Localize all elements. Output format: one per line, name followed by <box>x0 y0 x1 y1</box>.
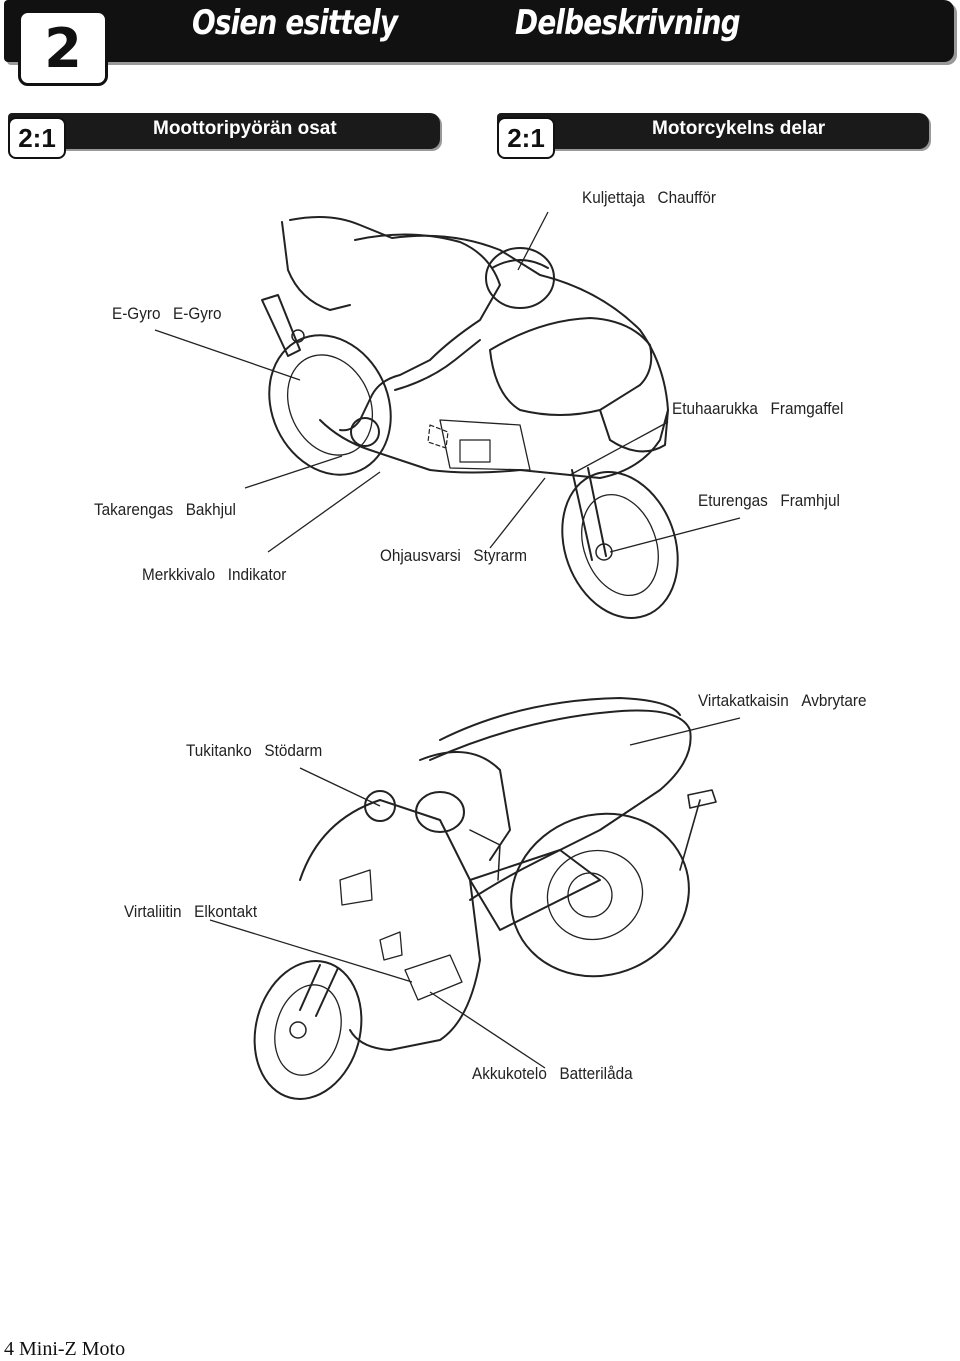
label-battery-box-sv: Batterilåda <box>559 1064 633 1083</box>
label-support-arm: Tukitanko Stödarm <box>186 741 335 761</box>
label-front-wheel-fi: Eturengas <box>698 491 768 510</box>
tail-section-bottom <box>429 709 692 901</box>
header-title-fi: Osien esittely <box>192 3 398 43</box>
label-front-wheel-sv: Framhjul <box>780 491 840 510</box>
label-rear-wheel: Takarengas Bakhjul <box>94 500 248 520</box>
page-footer: 4 Mini-Z Moto <box>4 1338 126 1360</box>
section-bar-sv <box>497 113 929 149</box>
label-steering-arm-sv: Styrarm <box>473 546 527 565</box>
label-steering-arm: Ohjausvarsi Styrarm <box>380 546 540 566</box>
section-title-sv: Motorcykelns delar <box>652 118 826 139</box>
label-egyro-sv: E-Gyro <box>173 304 222 323</box>
section-number-sv: 2:1 <box>497 117 555 159</box>
section-number-fi: 2:1 <box>8 117 66 159</box>
label-rider-sv: Chaufför <box>657 188 716 207</box>
label-battery-box: Akkukotelo Batterilåda <box>472 1064 645 1084</box>
front-fork-top <box>571 467 607 561</box>
battery-box <box>404 954 463 1001</box>
egyro-unit <box>261 294 301 357</box>
label-front-wheel: Eturengas Framhjul <box>698 491 852 511</box>
label-power-connector: Virtaliitin Elkontakt <box>124 902 270 922</box>
label-power-connector-sv: Elkontakt <box>194 902 258 921</box>
label-power-switch-fi: Virtakatkaisin <box>698 691 789 710</box>
label-indicator-sv: Indikator <box>227 565 287 584</box>
label-power-switch: Virtakatkaisin Avbrytare <box>698 691 879 711</box>
rear-wheel-bottom <box>510 812 690 978</box>
section-title-fi: Moottoripyörän osat <box>153 118 337 139</box>
label-rider: Kuljettaja Chaufför <box>582 188 729 208</box>
label-egyro-fi: E-Gyro <box>112 304 161 323</box>
chapter-number: 2 <box>18 10 108 86</box>
label-rear-wheel-sv: Bakhjul <box>185 500 236 519</box>
rear-wheel-top <box>268 334 392 476</box>
front-wheel-top <box>561 471 679 619</box>
label-battery-box-fi: Akkukotelo <box>472 1064 547 1083</box>
rider-helmet-bottom <box>415 791 465 833</box>
label-front-fork-sv: Framgaffel <box>770 399 844 418</box>
label-indicator-fi: Merkkivalo <box>142 565 216 584</box>
front-wheel-bottom <box>253 960 363 1100</box>
section-bar-fi <box>8 113 440 149</box>
support-rod <box>679 789 717 871</box>
label-power-switch-sv: Avbrytare <box>801 691 867 710</box>
rider-helmet-top <box>485 247 555 309</box>
header-title-sv: Delbeskrivning <box>515 3 741 43</box>
body-fairing-bottom <box>299 799 481 1051</box>
label-support-arm-sv: Stödarm <box>264 741 323 760</box>
windscreen-top <box>489 317 653 416</box>
rider-body-top <box>339 233 501 432</box>
label-support-arm-fi: Tukitanko <box>186 741 252 760</box>
label-front-fork-fi: Etuhaarukka <box>672 399 758 418</box>
front-fork-bottom <box>299 964 339 1017</box>
label-egyro: E-Gyro E-Gyro <box>112 304 234 324</box>
body-fairing-top <box>289 216 669 479</box>
label-rider-fi: Kuljettaja <box>582 188 645 207</box>
swing-arm-bottom <box>469 849 601 931</box>
label-indicator: Merkkivalo Indikator <box>142 565 299 585</box>
label-front-fork: Etuhaarukka Framgaffel <box>672 399 856 419</box>
label-steering-arm-fi: Ohjausvarsi <box>380 546 461 565</box>
label-rear-wheel-fi: Takarengas <box>94 500 174 519</box>
header-bar <box>4 0 954 62</box>
label-power-connector-fi: Virtaliitin <box>124 902 182 921</box>
